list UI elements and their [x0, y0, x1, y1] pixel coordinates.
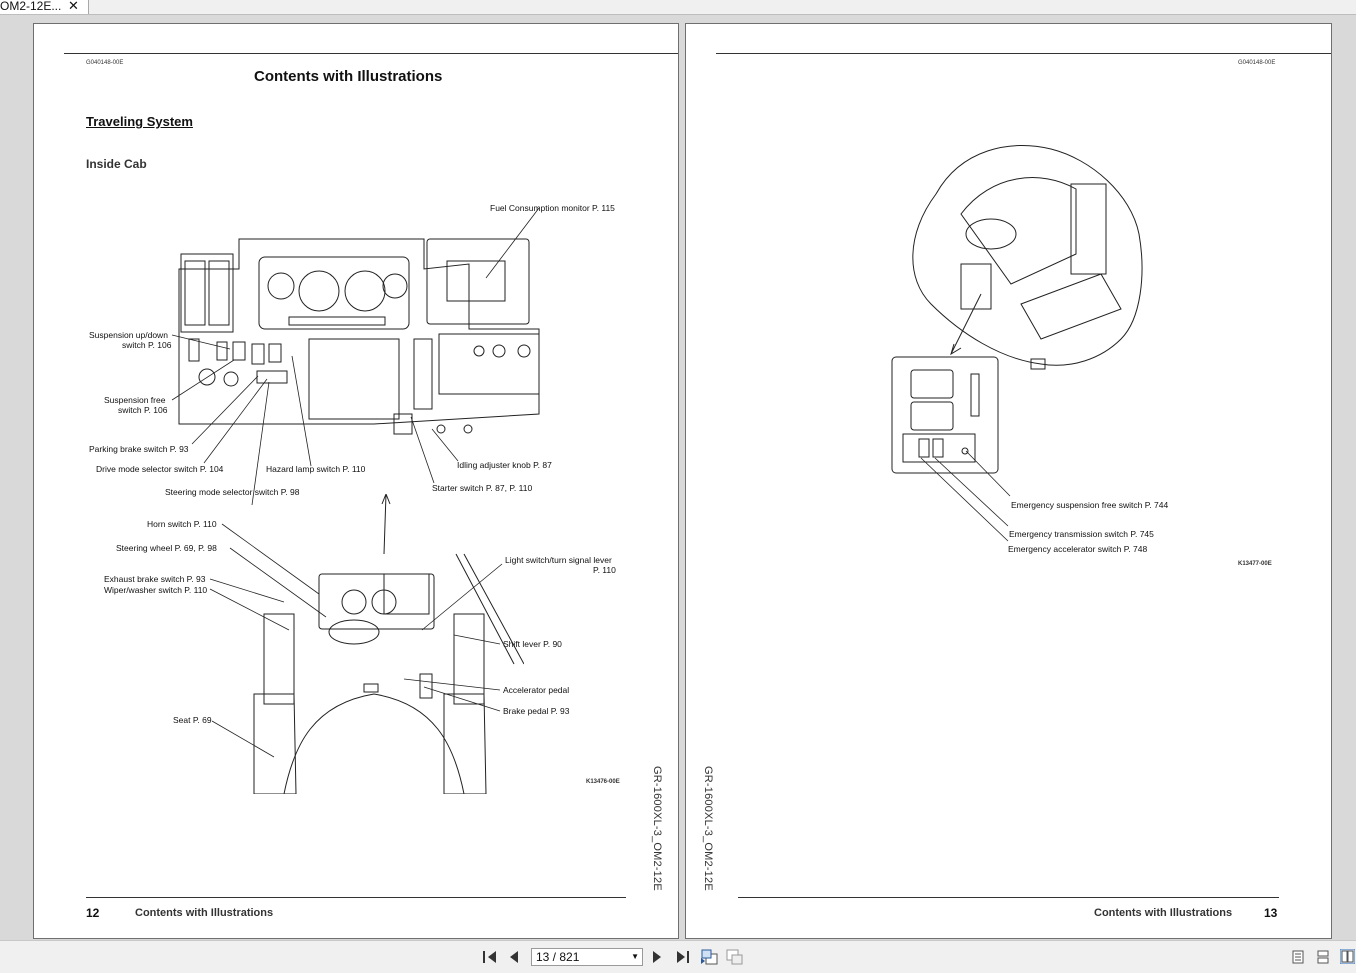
callout-suspension-updown-line1: Suspension up/down — [89, 330, 168, 340]
facing-pages-view-icon[interactable] — [1340, 949, 1355, 964]
callout-steering-mode: Steering mode selector switch P. 98 — [165, 487, 300, 497]
callout-suspension-free-line1: Suspension free — [104, 395, 166, 405]
next-page-icon[interactable] — [652, 951, 662, 963]
callout-shift-lever: Shift lever P. 90 — [503, 639, 562, 649]
first-page-icon[interactable] — [483, 951, 497, 963]
section-title: Traveling System — [86, 114, 193, 129]
callout-emergency-accelerator: Emergency accelerator switch P. 748 — [1008, 544, 1148, 554]
figure-code: K13476-00E — [586, 779, 620, 785]
header-rule — [716, 53, 1331, 54]
side-label: GR-1600XL-3_OM2-12E — [702, 766, 714, 891]
footer-title: Contents with Illustrations — [1094, 907, 1233, 919]
callout-steering-wheel: Steering wheel P. 69, P. 98 — [116, 543, 217, 553]
document-viewer[interactable]: G040148-00E Contents with Illustrations … — [0, 15, 1356, 940]
callout-horn-switch: Horn switch P. 110 — [147, 519, 217, 529]
page-number-field[interactable]: 13 / 821 ▼ — [531, 948, 643, 966]
chevron-down-icon[interactable]: ▼ — [631, 952, 639, 961]
footer-rule — [738, 897, 1279, 898]
page-heading: Contents with Illustrations — [254, 68, 443, 85]
page-indicator-text: 13 / 821 — [536, 950, 580, 964]
callout-parking-brake: Parking brake switch P. 93 — [89, 444, 189, 454]
document-tab[interactable]: OM2-12E... ✕ — [0, 0, 89, 14]
footer-rule — [86, 897, 626, 898]
page-number: 12 — [86, 906, 100, 920]
subsection-title: Inside Cab — [86, 157, 147, 171]
previous-page-icon[interactable] — [509, 951, 519, 963]
navigation-toolbar: 13 / 821 ▼ — [0, 940, 1356, 973]
go-back-view-icon[interactable] — [700, 949, 718, 965]
callout-fuel-consumption-monitor: Fuel Consumption monitor P. 115 — [490, 203, 615, 213]
callout-wiper-washer: Wiper/washer switch P. 110 — [104, 585, 208, 595]
page-number: 13 — [1264, 906, 1278, 920]
callout-drive-mode: Drive mode selector switch P. 104 — [96, 464, 224, 474]
page-12: G040148-00E Contents with Illustrations … — [33, 23, 679, 939]
callout-starter-switch: Starter switch P. 87, P. 110 — [432, 483, 533, 493]
page-13: G040148-00E — [685, 23, 1332, 939]
callout-suspension-free-line2: switch P. 106 — [118, 405, 168, 415]
doc-code: G040148-00E — [1238, 60, 1276, 66]
callout-emergency-transmission: Emergency transmission switch P. 745 — [1009, 529, 1154, 539]
tab-title: OM2-12E... — [0, 0, 62, 13]
callout-exhaust-brake: Exhaust brake switch P. 93 — [104, 574, 206, 584]
callout-emergency-suspension-free: Emergency suspension free switch P. 744 — [1011, 500, 1169, 510]
callout-light-switch-line1: Light switch/turn signal lever — [505, 555, 612, 565]
callout-brake-pedal: Brake pedal P. 93 — [503, 706, 570, 716]
cab-perspective-illustration — [912, 144, 1143, 370]
doc-code: G040148-00E — [86, 60, 124, 66]
header-rule — [64, 53, 678, 54]
figure-code: K13477-00E — [1238, 561, 1272, 567]
callout-seat: Seat P. 69 — [173, 715, 212, 725]
callout-hazard-lamp: Hazard lamp switch P. 110 — [266, 464, 366, 474]
callout-accelerator-pedal: Accelerator pedal — [503, 685, 570, 695]
cab-overview-illustration — [253, 494, 524, 794]
callout-suspension-updown-line2: switch P. 106 — [122, 340, 172, 350]
footer-title: Contents with Illustrations — [135, 907, 274, 919]
callout-leader-lines — [171, 207, 540, 758]
tab-bar: OM2-12E... ✕ — [0, 0, 1356, 15]
go-forward-view-icon[interactable] — [726, 949, 744, 965]
single-page-view-icon[interactable] — [1292, 950, 1304, 964]
continuous-view-icon[interactable] — [1317, 950, 1329, 964]
callout-idling-adjuster: Idling adjuster knob P. 87 — [457, 460, 552, 470]
callout-leader-lines — [920, 450, 1011, 542]
close-tab-icon[interactable]: ✕ — [68, 0, 79, 13]
callout-light-switch-line2: P. 110 — [593, 565, 616, 575]
last-page-icon[interactable] — [676, 951, 690, 963]
side-label: GR-1600XL-3_OM2-12E — [651, 766, 663, 891]
